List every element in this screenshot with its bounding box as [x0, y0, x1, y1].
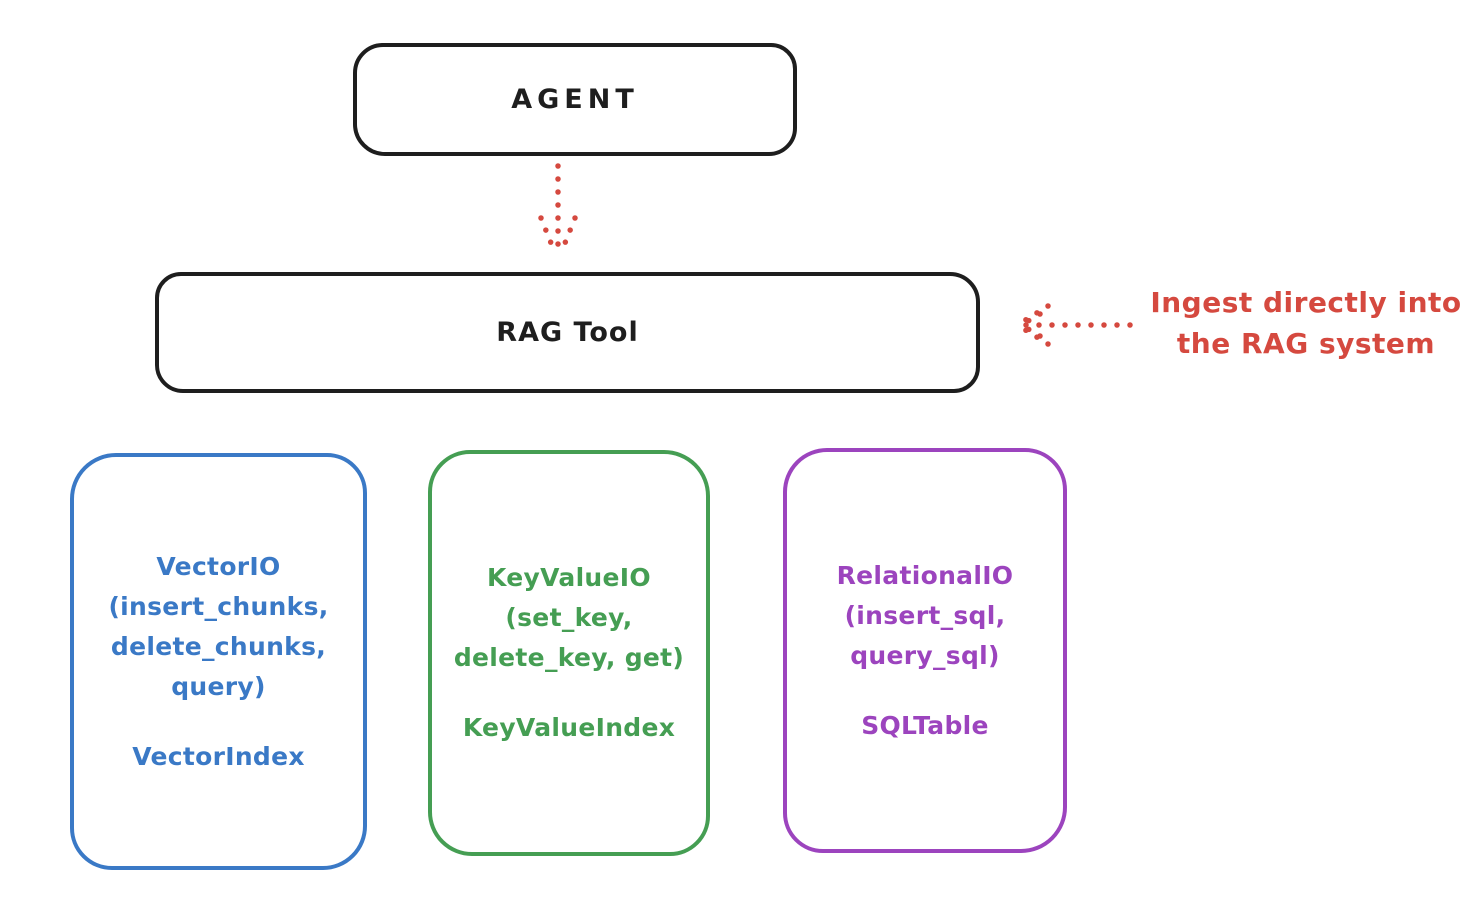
sql-table-label: SQLTable [861, 710, 989, 740]
vector-io-box: VectorIO (insert_chunks, delete_chunks, … [70, 453, 367, 870]
relational-io-signature-line: query_sql) [850, 640, 1000, 670]
vector-index-label: VectorIndex [132, 741, 305, 771]
vector-io-title: VectorIO [156, 551, 281, 581]
relational-io-box: RelationalIO (insert_sql, query_sql) SQL… [783, 448, 1067, 853]
ingest-annotation: Ingest directly into the RAG system [1128, 282, 1484, 364]
agent-label: AGENT [511, 84, 639, 115]
keyvalue-io-title: KeyValueIO [487, 563, 651, 592]
keyvalue-io-box: KeyValueIO (set_key, delete_key, get) Ke… [428, 450, 710, 856]
keyvalue-index-label: KeyValueIndex [462, 713, 676, 742]
keyvalue-io-signature-line: (set_key, [505, 603, 633, 632]
vector-io-signature-line: query) [171, 671, 266, 701]
dotted-arrow-left-icon [1016, 303, 1133, 347]
vector-io-signature-line: delete_chunks, [110, 631, 327, 661]
rag-tool-box: RAG Tool [155, 272, 980, 393]
keyvalue-io-signature-line: delete_key, get) [453, 643, 685, 672]
ingest-annotation-line2: the RAG system [1176, 327, 1436, 360]
vector-io-signature-line: (insert_chunks, [108, 591, 329, 621]
ingest-annotation-line1: Ingest directly into [1150, 286, 1462, 319]
dotted-arrow-down-icon [538, 163, 578, 258]
rag-tool-label: RAG Tool [496, 317, 639, 348]
agent-box: AGENT [353, 43, 797, 156]
relational-io-signature-line: (insert_sql, [844, 600, 1006, 630]
relational-io-title: RelationalIO [836, 560, 1014, 590]
